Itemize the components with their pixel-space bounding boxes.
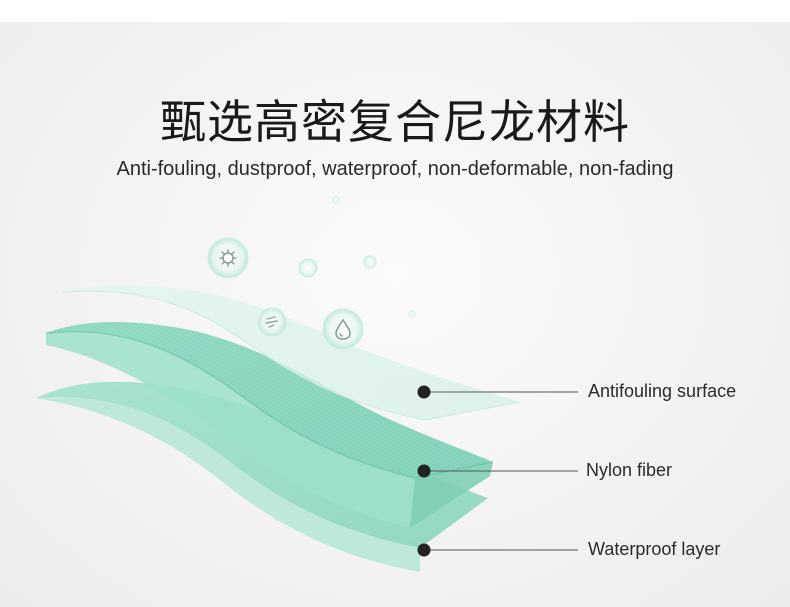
virus-bubble	[207, 237, 249, 279]
antifouling-layer	[61, 285, 521, 421]
nylon-fiber-layer	[45, 322, 494, 528]
page-title: 甄选高密复合尼龙材料	[160, 95, 630, 149]
virus-icon	[219, 249, 237, 267]
callout-nylon	[417, 464, 578, 478]
label-antifouling-surface: Antifouling surface	[588, 381, 737, 401]
label-waterproof-layer: Waterproof layer	[588, 539, 721, 559]
droplet-icon	[335, 318, 351, 340]
top-strip	[0, 0, 790, 22]
page-subtitle: Anti-fouling, dustproof, waterproof, non…	[116, 158, 674, 180]
callout-antifouling	[417, 385, 578, 399]
label-nylon-fiber: Nylon fiber	[586, 460, 673, 480]
bubbles	[207, 196, 416, 350]
callout-waterproof	[417, 543, 578, 557]
dust-icon	[265, 316, 278, 328]
